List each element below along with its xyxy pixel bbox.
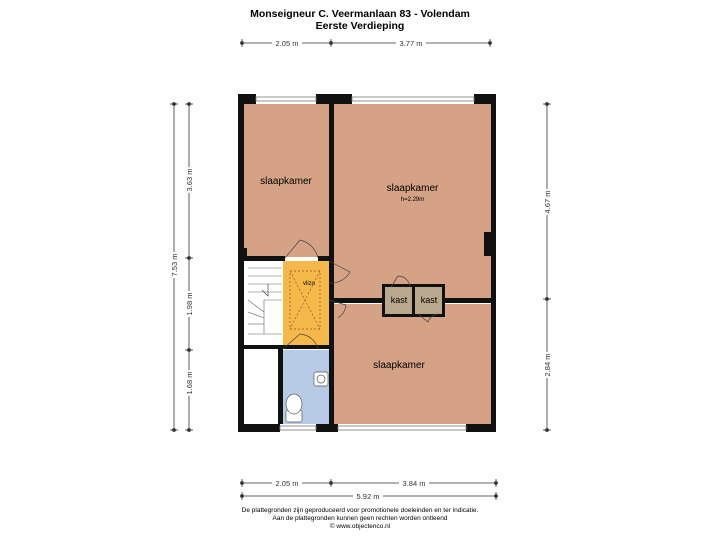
closet-1-label: kast bbox=[390, 295, 408, 305]
bathroom-fixtures bbox=[285, 371, 329, 423]
closet-2-label: kast bbox=[420, 295, 438, 305]
landing-hatch-label: vlizo bbox=[302, 281, 315, 287]
footer-disclaimer-1: De plattegronden zijn geproduceerd voor … bbox=[241, 507, 479, 514]
dim-left-middle: 1.98 m bbox=[185, 293, 194, 316]
hatch-outline bbox=[289, 270, 321, 330]
bedroom-3-label: slaapkamer bbox=[373, 360, 425, 371]
room-fills bbox=[243, 104, 491, 424]
page-subtitle: Eerste Verdieping bbox=[315, 20, 405, 32]
windows bbox=[255, 96, 475, 431]
doors bbox=[282, 239, 439, 350]
closet-1-area bbox=[384, 286, 412, 315]
bedroom-1-label: slaapkamer bbox=[260, 176, 312, 187]
closet-2-area bbox=[415, 286, 443, 315]
footer-disclaimer-2: Aan de plattegronden kunnen geen rechten… bbox=[272, 515, 448, 522]
footer-copyright: © www.objectenco.nl bbox=[329, 523, 391, 530]
dim-left-total: 7.53 m bbox=[170, 254, 179, 277]
dimension-labels: 2.05 m 3.77 m 2.05 m 3.84 m 5.92 m 7.53 … bbox=[169, 38, 552, 501]
landing-area bbox=[283, 261, 329, 346]
stairwell-area bbox=[243, 261, 283, 346]
staircase bbox=[247, 267, 282, 335]
bedroom-3-area bbox=[334, 304, 491, 424]
dim-top-right: 3.77 m bbox=[400, 39, 423, 48]
page-title: Monseigneur C. Veermanlaan 83 - Volendam bbox=[250, 8, 470, 20]
bedroom-1-area bbox=[243, 104, 329, 257]
shower-area bbox=[243, 350, 278, 424]
dim-left-lower: 1.68 m bbox=[185, 372, 194, 395]
dim-bottom-right: 3.84 m bbox=[403, 479, 426, 488]
dim-top-left: 2.05 m bbox=[276, 39, 299, 48]
dim-bottom-left: 2.05 m bbox=[276, 479, 299, 488]
dim-right-upper: 4.67 m bbox=[543, 191, 552, 214]
dim-bottom-total: 5.92 m bbox=[357, 492, 380, 501]
bedroom-2-area bbox=[334, 104, 491, 298]
dim-left-upper: 3.63 m bbox=[185, 169, 194, 192]
walls bbox=[238, 94, 496, 432]
bedroom-2-height: h=2.29m bbox=[400, 197, 425, 203]
dim-right-lower: 2.84 m bbox=[543, 354, 552, 377]
bedroom-2-label: slaapkamer bbox=[386, 183, 439, 194]
